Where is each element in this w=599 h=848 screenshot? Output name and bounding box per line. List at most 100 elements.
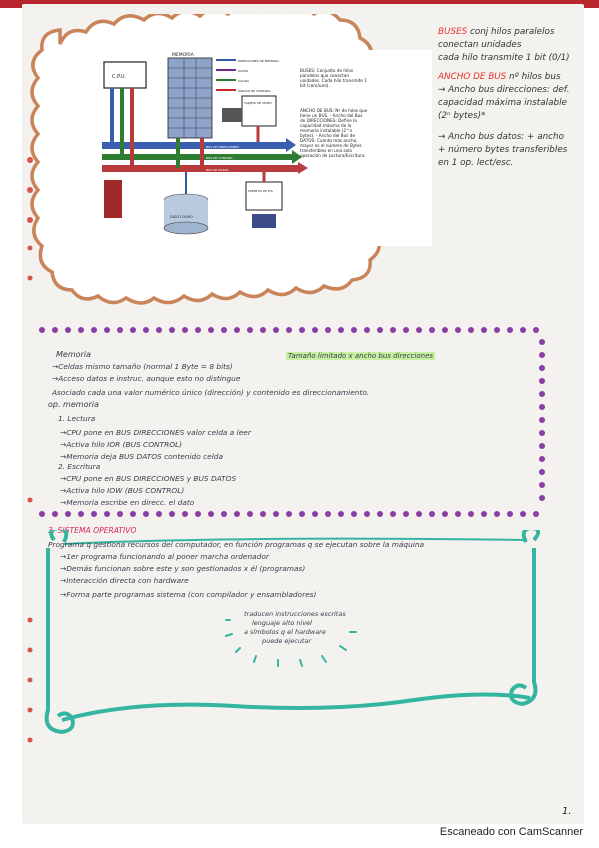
svg-text:SALIDA: SALIDA [238,79,250,83]
side-line-7: (2ⁿ bytes)* [438,111,486,121]
memoria-line-2: →Acceso datos e instruc. aunque esto no … [52,374,241,383]
purple-dot [539,339,545,345]
purple-dot [533,327,539,333]
purple-dot [260,511,266,517]
svg-text:BUS DE DIRECCIONES: BUS DE DIRECCIONES [206,145,239,149]
purple-dot [91,327,97,333]
purple-dot [468,327,474,333]
memoria-highlight: Tamaño limitado x ancho bus direcciones [286,352,436,360]
purple-dot [338,511,344,517]
escritura-line-2: →Activa hilo IOW (BUS CONTROL) [60,486,185,495]
purple-dot [299,327,305,333]
purple-dot [539,417,545,423]
video-card [241,95,277,127]
escritura-title: 2. Escritura [58,462,101,471]
memoria-title: Memoria [56,350,91,359]
purple-dot [169,511,175,517]
purple-dot [539,430,545,436]
purple-dot [39,511,45,517]
purple-dot [234,327,240,333]
purple-dot [416,511,422,517]
purple-dot [416,327,422,333]
escritura-line-3: →Memoria escribe en direcc. el dato [60,498,195,507]
diagram-note-ancho: ANCHO DE BUS: Nº de hilos que tiene un B… [300,108,368,158]
purple-dot [78,511,84,517]
purple-dot [39,327,45,333]
purple-dot [65,511,71,517]
side-notes: BUSES conj hilos paralelos conectan unid… [438,26,588,170]
purple-dot [481,327,487,333]
purple-dot [78,327,84,333]
purple-dot [539,456,545,462]
so-line-5: →Forma parte programas sistema (con comp… [60,590,317,599]
purple-dot [455,511,461,517]
purple-dot [364,327,370,333]
purple-dot [539,482,545,488]
purple-dot [221,327,227,333]
address-bus [102,142,286,149]
purple-dot [325,327,331,333]
op-memoria: op. memoria [48,400,99,409]
sun-rays [225,619,357,667]
memoria-line-1: →Celdas mismo tamaño (normal 1 Byte = 8 … [52,362,233,371]
purple-dot [156,511,162,517]
side-line-8: → Ancho bus datos: + ancho [438,132,564,142]
purple-dotted-border [39,327,545,517]
purple-dot [455,327,461,333]
left-margin-dots [27,157,33,743]
purple-dot [234,511,240,517]
purple-dot [273,511,279,517]
purple-dot [169,327,175,333]
compiler-note-4: puede ejecutar [262,637,312,645]
memoria-line-3: Asociado cada una valor numérico único (… [52,388,370,397]
camscanner-footer: Escaneado con CamScanner [439,826,583,838]
purple-dot [494,511,500,517]
purple-dot [247,511,253,517]
purple-dot [260,327,266,333]
svg-text:DISCO DURO: DISCO DURO [170,215,193,219]
purple-dot [539,443,545,449]
purple-dot [143,511,149,517]
purple-dot [182,511,188,517]
data-bus [102,165,298,172]
lectura-line-1: →CPU pone en BUS DIRECCIONES valor celda… [60,428,251,437]
purple-dot [539,352,545,358]
so-line-4: →Interacción directa con hardware [60,576,189,585]
purple-dot [299,511,305,517]
purple-dot [312,327,318,333]
side-line-5: → Ancho bus direcciones: def. [438,85,570,95]
purple-dot [286,511,292,517]
side-line-6: capacidad máxima instalable [438,98,567,108]
purple-dot [221,511,227,517]
so-line-3: →Demás funcionan sobre este y son gestio… [60,564,306,573]
page-number: 1. [562,806,572,817]
svg-text:UNIDAD DE CONTROL: UNIDAD DE CONTROL [238,89,271,93]
purple-dot [442,327,448,333]
svg-text:PUERTOS DE E/S: PUERTOS DE E/S [248,189,273,193]
svg-text:DATOS: DATOS [238,69,248,73]
purple-dot [351,327,357,333]
lectura-line-3: →Memoria deja BUS DATOS contenido celda [60,452,223,461]
purple-dot [494,327,500,333]
so-line-2: →1er programa funcionando al poner march… [60,552,269,561]
side-line-3: cada hilo transmite 1 bit (0/1) [438,53,570,63]
purple-dot [539,391,545,397]
svg-text:MEMORIA: MEMORIA [172,52,195,58]
compiler-note-2: lenguaje alto nivel [252,619,312,627]
purple-dot [104,327,110,333]
purple-dot [539,469,545,475]
purple-dot [208,511,214,517]
purple-dot [195,327,201,333]
purple-dot [273,327,279,333]
purple-dot [338,327,344,333]
purple-dot [539,378,545,384]
purple-dot [507,327,513,333]
control-bus [102,154,292,160]
purple-dot [195,511,201,517]
so-title: 3. SISTEMA OPERATIVO [48,526,137,535]
bus-architecture-diagram: C.P.U. MEMORIA DIRECCIONES DE MEMORIA DA… [96,50,432,246]
purple-dot [182,327,188,333]
purple-dot [117,327,123,333]
purple-dot [520,511,526,517]
